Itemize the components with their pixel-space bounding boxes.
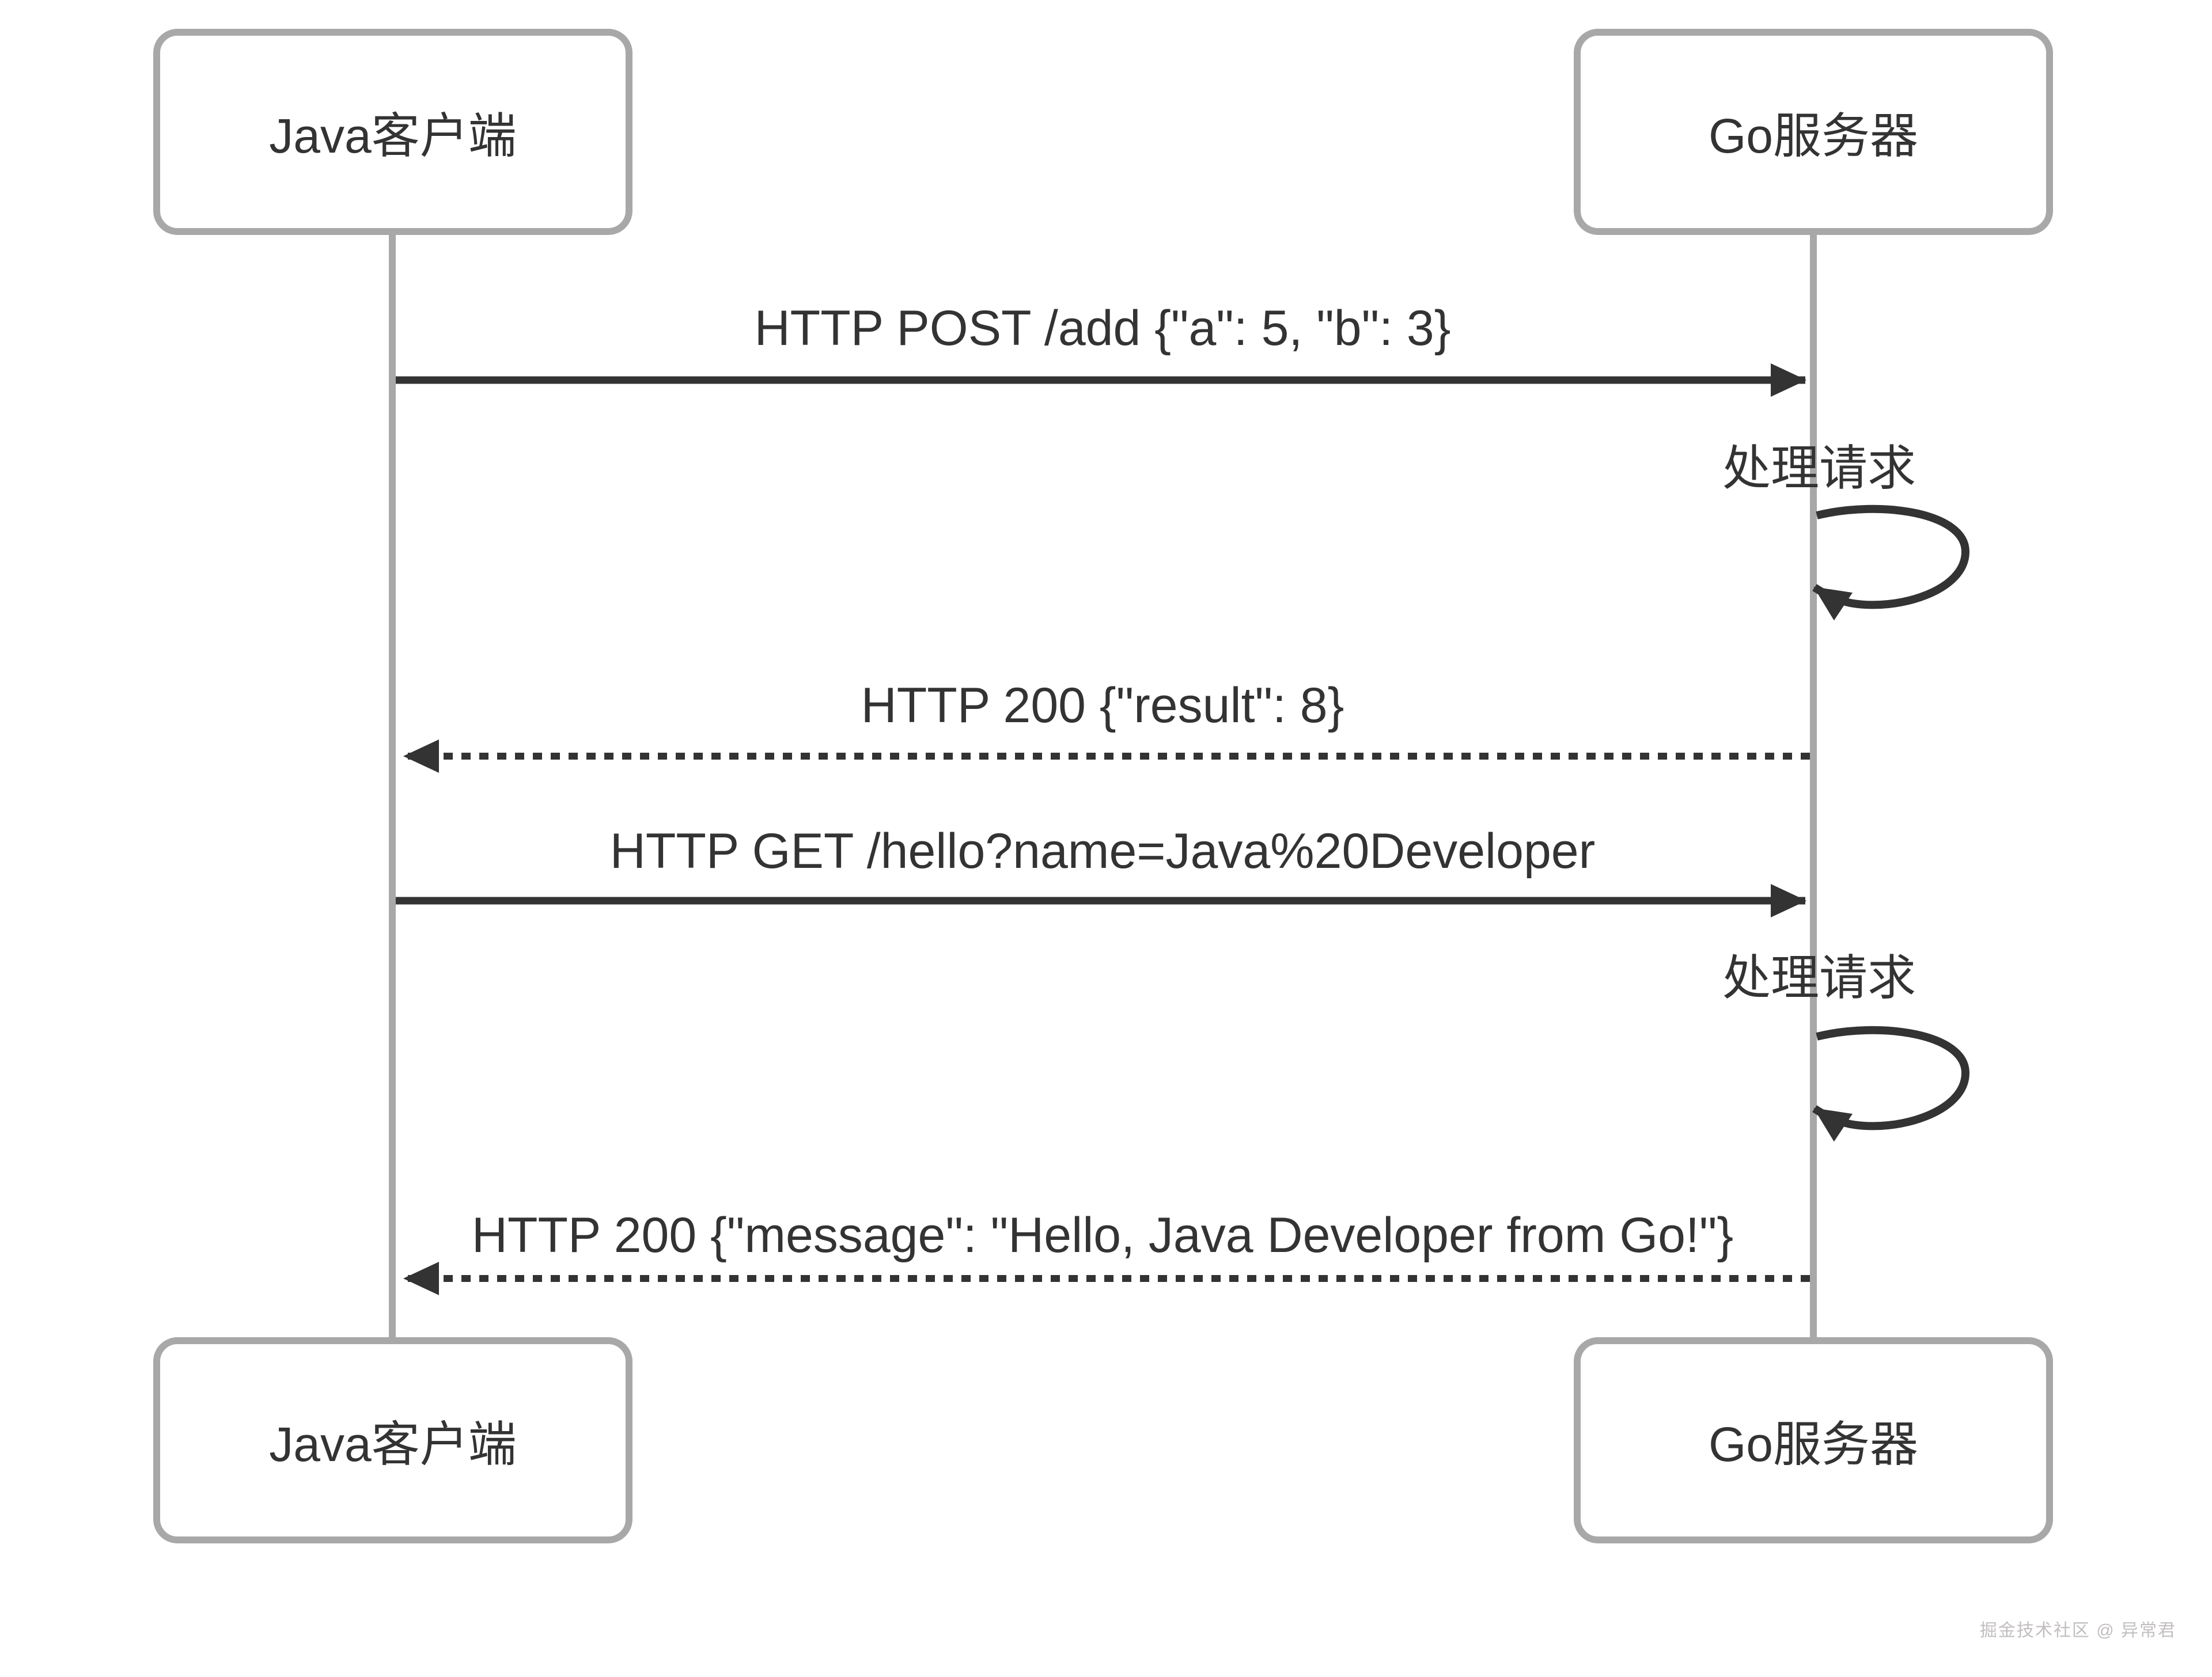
actor-label: Go服务器 — [1708, 108, 1919, 163]
actor-box-java-client-bottom: Java客户端 — [153, 1337, 632, 1543]
self-loop-label-2: 处理请求 — [1722, 951, 1916, 1005]
watermark: 掘金技术社区 @ 异常君 — [1979, 1621, 2176, 1640]
message-label-post-add: HTTP POST /add {"a": 5, "b": 3} — [754, 301, 1451, 356]
message-label-result: HTTP 200 {"result": 8} — [861, 678, 1344, 733]
message-label-get-hello: HTTP GET /hello?name=Java%20Developer — [609, 824, 1596, 879]
actor-box-go-server-top: Go服务器 — [1574, 29, 2053, 235]
actor-box-go-server-bottom: Go服务器 — [1574, 1337, 2053, 1543]
message-label-hello-response: HTTP 200 {"message": "Hello, Java Develo… — [471, 1208, 1734, 1263]
actor-label: Java客户端 — [269, 108, 517, 163]
actor-label: Go服务器 — [1708, 1417, 1919, 1471]
actor-label: Java客户端 — [269, 1417, 517, 1471]
self-loop-arrow-1 — [1812, 504, 1970, 621]
actor-box-java-client-top: Java客户端 — [153, 29, 632, 235]
self-loop-label-1: 处理请求 — [1722, 441, 1916, 495]
self-loop-arrow-2 — [1812, 1026, 1970, 1142]
